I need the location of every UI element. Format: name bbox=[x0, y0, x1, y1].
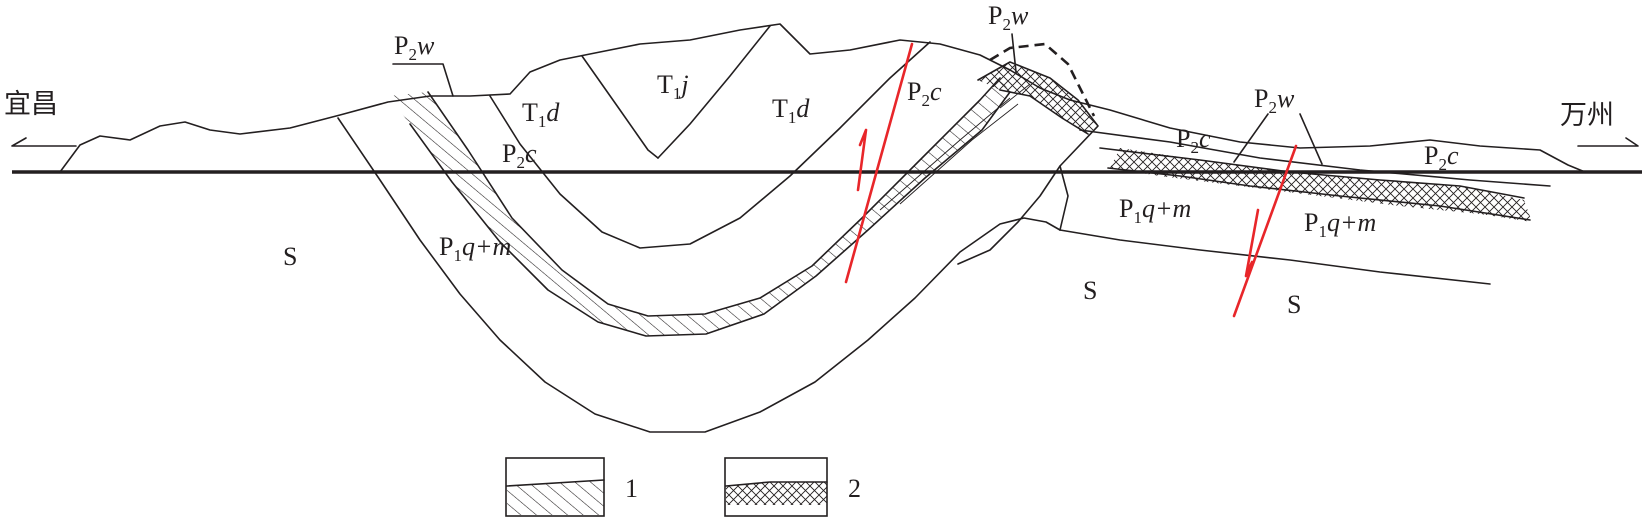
bedding-traces bbox=[879, 83, 1031, 211]
p1qm-hatch-left-limb bbox=[388, 78, 1010, 336]
fault-right-arrow bbox=[1244, 208, 1260, 278]
label-p2w-right: P2w bbox=[1233, 84, 1323, 165]
svg-text:P1q+m: P1q+m bbox=[1304, 208, 1376, 241]
p1qm-crosshatch-right-limb bbox=[1110, 148, 1532, 222]
svg-text:P2c: P2c bbox=[1176, 124, 1211, 157]
svg-text:P2w: P2w bbox=[988, 1, 1029, 34]
boundary-right-p1qm-base bbox=[1107, 167, 1531, 221]
p1qm-crosshatch-crest bbox=[978, 62, 1098, 134]
label-t1d-left: T1d bbox=[522, 98, 560, 131]
arrow-right-icon bbox=[1577, 137, 1639, 147]
label-p2c-upper: P2c bbox=[907, 77, 942, 110]
boundary-p1qm-inner bbox=[409, 91, 1011, 337]
legend-number-2: 2 bbox=[848, 474, 861, 503]
svg-text:P2w: P2w bbox=[394, 31, 435, 64]
svg-text:S: S bbox=[283, 242, 297, 271]
label-t1d-right: T1d bbox=[772, 94, 810, 127]
fault-left bbox=[844, 42, 914, 284]
boundary-right-p2c-top bbox=[1079, 129, 1551, 187]
legend-item-1: 1 bbox=[505, 457, 638, 517]
label-p2w-crest: P2w bbox=[988, 1, 1029, 73]
label-p2c-right: P2c bbox=[1176, 124, 1211, 157]
fault-right bbox=[1232, 144, 1298, 318]
label-p1qm-center: P1q+m bbox=[1119, 194, 1191, 227]
svg-text:P1q+m: P1q+m bbox=[1119, 194, 1191, 227]
legend: 1 2 bbox=[505, 457, 861, 517]
crest-block-outline bbox=[957, 61, 1099, 265]
svg-text:P2c: P2c bbox=[907, 77, 942, 110]
boundary-s-p1qm bbox=[337, 117, 1061, 433]
place-yichang: 宜昌 bbox=[4, 89, 58, 120]
svg-text:P2c: P2c bbox=[502, 139, 537, 172]
svg-text:P2w: P2w bbox=[1254, 84, 1295, 117]
svg-text:S: S bbox=[1287, 290, 1301, 319]
fault-left-arrow bbox=[856, 128, 868, 192]
boundary-p2c-t1d bbox=[489, 41, 931, 249]
label-s-center: S bbox=[1083, 276, 1097, 305]
place-wanzhou: 万州 bbox=[1560, 100, 1614, 131]
svg-text:T1d: T1d bbox=[772, 94, 810, 127]
svg-text:T1j: T1j bbox=[657, 70, 689, 103]
label-p1qm-right: P1q+m bbox=[1304, 208, 1376, 241]
label-p2w-left: P2w bbox=[392, 31, 454, 97]
legend-number-1: 1 bbox=[625, 474, 638, 503]
boundary-right-p2w bbox=[1099, 147, 1525, 199]
crest-inner-line bbox=[999, 89, 1089, 135]
legend-swatch-crosshatch-fill bbox=[726, 482, 827, 505]
boundary-p1qm-p2c bbox=[427, 77, 1001, 317]
boundary-right-s bbox=[1059, 229, 1491, 285]
boundary-t1d-t1j-right bbox=[657, 25, 771, 159]
label-p2c-left: P2c bbox=[502, 139, 537, 172]
topographic-surface bbox=[59, 23, 1586, 173]
label-s-left: S bbox=[283, 242, 297, 271]
svg-text:P1q+m: P1q+m bbox=[439, 232, 511, 265]
svg-text:P2c: P2c bbox=[1424, 141, 1459, 174]
legend-item-2: 2 bbox=[724, 457, 861, 517]
boundary-t1d-t1j-left bbox=[581, 55, 659, 159]
arrow-left-icon bbox=[11, 137, 77, 147]
label-t1j: T1j bbox=[657, 70, 689, 103]
eroded-crest-dashed bbox=[989, 42, 1096, 117]
crest-to-right-s bbox=[1059, 165, 1069, 231]
label-p2c-far-right: P2c bbox=[1424, 141, 1459, 174]
legend-swatch-diagonal-fill bbox=[507, 480, 604, 515]
svg-text:S: S bbox=[1083, 276, 1097, 305]
svg-text:T1d: T1d bbox=[522, 98, 560, 131]
label-s-right: S bbox=[1287, 290, 1301, 319]
label-p1qm-left: P1q+m bbox=[439, 232, 511, 265]
